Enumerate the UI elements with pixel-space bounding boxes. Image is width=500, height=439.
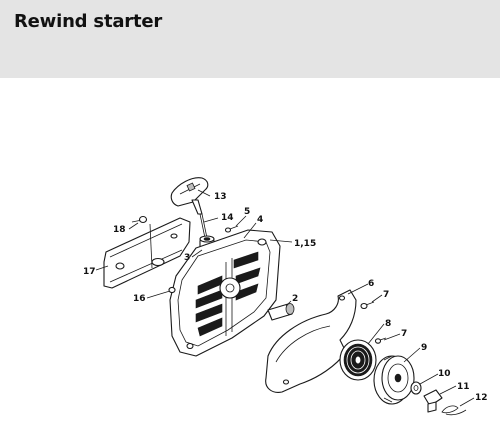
callout-17: 17 <box>83 267 96 277</box>
leader-lines <box>95 189 475 407</box>
callout-6: 6 <box>368 279 374 289</box>
title-bar: Rewind starter <box>0 0 500 78</box>
callout-3: 3 <box>184 253 190 263</box>
callout-10: 10 <box>438 369 451 379</box>
part-rope-rotor <box>373 355 415 405</box>
callout-14: 14 <box>221 213 234 223</box>
callout-7-upper: 7 <box>383 290 389 300</box>
callout-5: 5 <box>244 207 250 217</box>
part-fan-housing <box>169 229 281 357</box>
callout-18: 18 <box>113 225 126 235</box>
part-cover-plate <box>103 217 191 289</box>
part-pawl <box>423 389 443 413</box>
callout-11: 11 <box>457 382 470 392</box>
callout-13: 13 <box>214 192 227 202</box>
part-screw-7-lower <box>374 337 387 344</box>
callout-16: 16 <box>133 294 146 304</box>
callout-4: 4 <box>257 215 263 225</box>
part-washer-10 <box>410 381 422 395</box>
part-starter-rope <box>199 213 208 239</box>
part-guide-plate <box>265 289 357 393</box>
page-title: Rewind starter <box>14 11 163 32</box>
callout-9: 9 <box>421 343 427 353</box>
part-starter-grip <box>170 177 209 215</box>
part-screw-16 <box>159 286 176 295</box>
part-pin-2 <box>267 303 295 321</box>
callout-1-15: 1,15 <box>294 239 316 249</box>
part-screw-7-upper <box>360 301 375 310</box>
part-screw-18 <box>131 215 148 224</box>
part-rewind-spring <box>339 339 377 381</box>
callout-8: 8 <box>385 319 391 329</box>
callout-7-lower: 7 <box>401 329 407 339</box>
callout-2: 2 <box>292 294 298 304</box>
part-pin-5 <box>224 225 239 233</box>
callout-labels: 13 18 14 5 4 3 1,15 17 6 7 16 2 8 7 9 10… <box>83 192 488 403</box>
part-spring-clip <box>441 405 467 416</box>
callout-12: 12 <box>475 393 488 403</box>
